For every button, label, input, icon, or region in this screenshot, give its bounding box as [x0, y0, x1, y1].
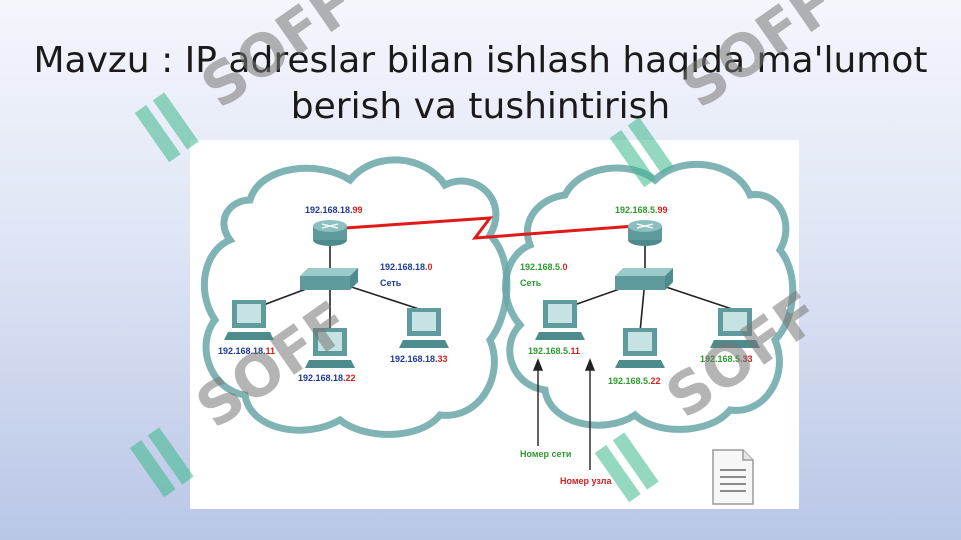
- computer-icon: [535, 300, 585, 340]
- right-router-ip: 192.168.5.99: [615, 205, 668, 215]
- router-icon: [628, 220, 662, 246]
- title-line-2: berish va tushintirish: [290, 86, 671, 127]
- network-number-annotation: Номер сети: [520, 449, 571, 459]
- switch-icon: [300, 268, 358, 290]
- left-router-ip: 192.168.18.99: [305, 205, 363, 215]
- right-network-ip: 192.168.5.0: [520, 262, 568, 272]
- left-cloud: [200, 156, 511, 438]
- host-number-annotation: Номер узла: [560, 476, 612, 486]
- switch-icon: [615, 268, 673, 290]
- computer-icon: [399, 308, 449, 348]
- left-network-ip: 192.168.18.0: [380, 262, 433, 272]
- computer-icon: [224, 300, 274, 340]
- right-host-3-ip: 192.168.5.33: [700, 354, 753, 364]
- computer-icon: [615, 328, 665, 368]
- title-line-1: Mavzu : IP adreslar bilan ishlash haqida…: [33, 40, 928, 81]
- left-network-label: Сеть: [380, 278, 402, 288]
- left-host-3-ip: 192.168.18.33: [390, 354, 448, 364]
- soff-logo-icon: [129, 427, 194, 498]
- computer-icon: [305, 328, 355, 368]
- wan-link: [344, 216, 636, 240]
- right-cloud: [502, 160, 797, 433]
- network-diagram: 192.168.18.99 192.168.18.0 Сеть 192.168.…: [190, 140, 799, 509]
- left-host-1-ip: 192.168.18.11: [218, 346, 275, 356]
- left-host-2-ip: 192.168.18.22: [298, 373, 356, 383]
- slide-title: Mavzu : IP adreslar bilan ishlash haqida…: [20, 38, 941, 130]
- computer-icon: [710, 308, 760, 348]
- right-host-1-ip: 192.168.5.11: [528, 346, 580, 356]
- annotation-arrows: [532, 358, 596, 470]
- router-icon: [313, 220, 347, 246]
- network-diagram-svg: 192.168.18.99 192.168.18.0 Сеть 192.168.…: [200, 156, 797, 486]
- right-network-label: Сеть: [520, 278, 542, 288]
- document-icon[interactable]: [709, 448, 757, 506]
- right-host-2-ip: 192.168.5.22: [608, 376, 661, 386]
